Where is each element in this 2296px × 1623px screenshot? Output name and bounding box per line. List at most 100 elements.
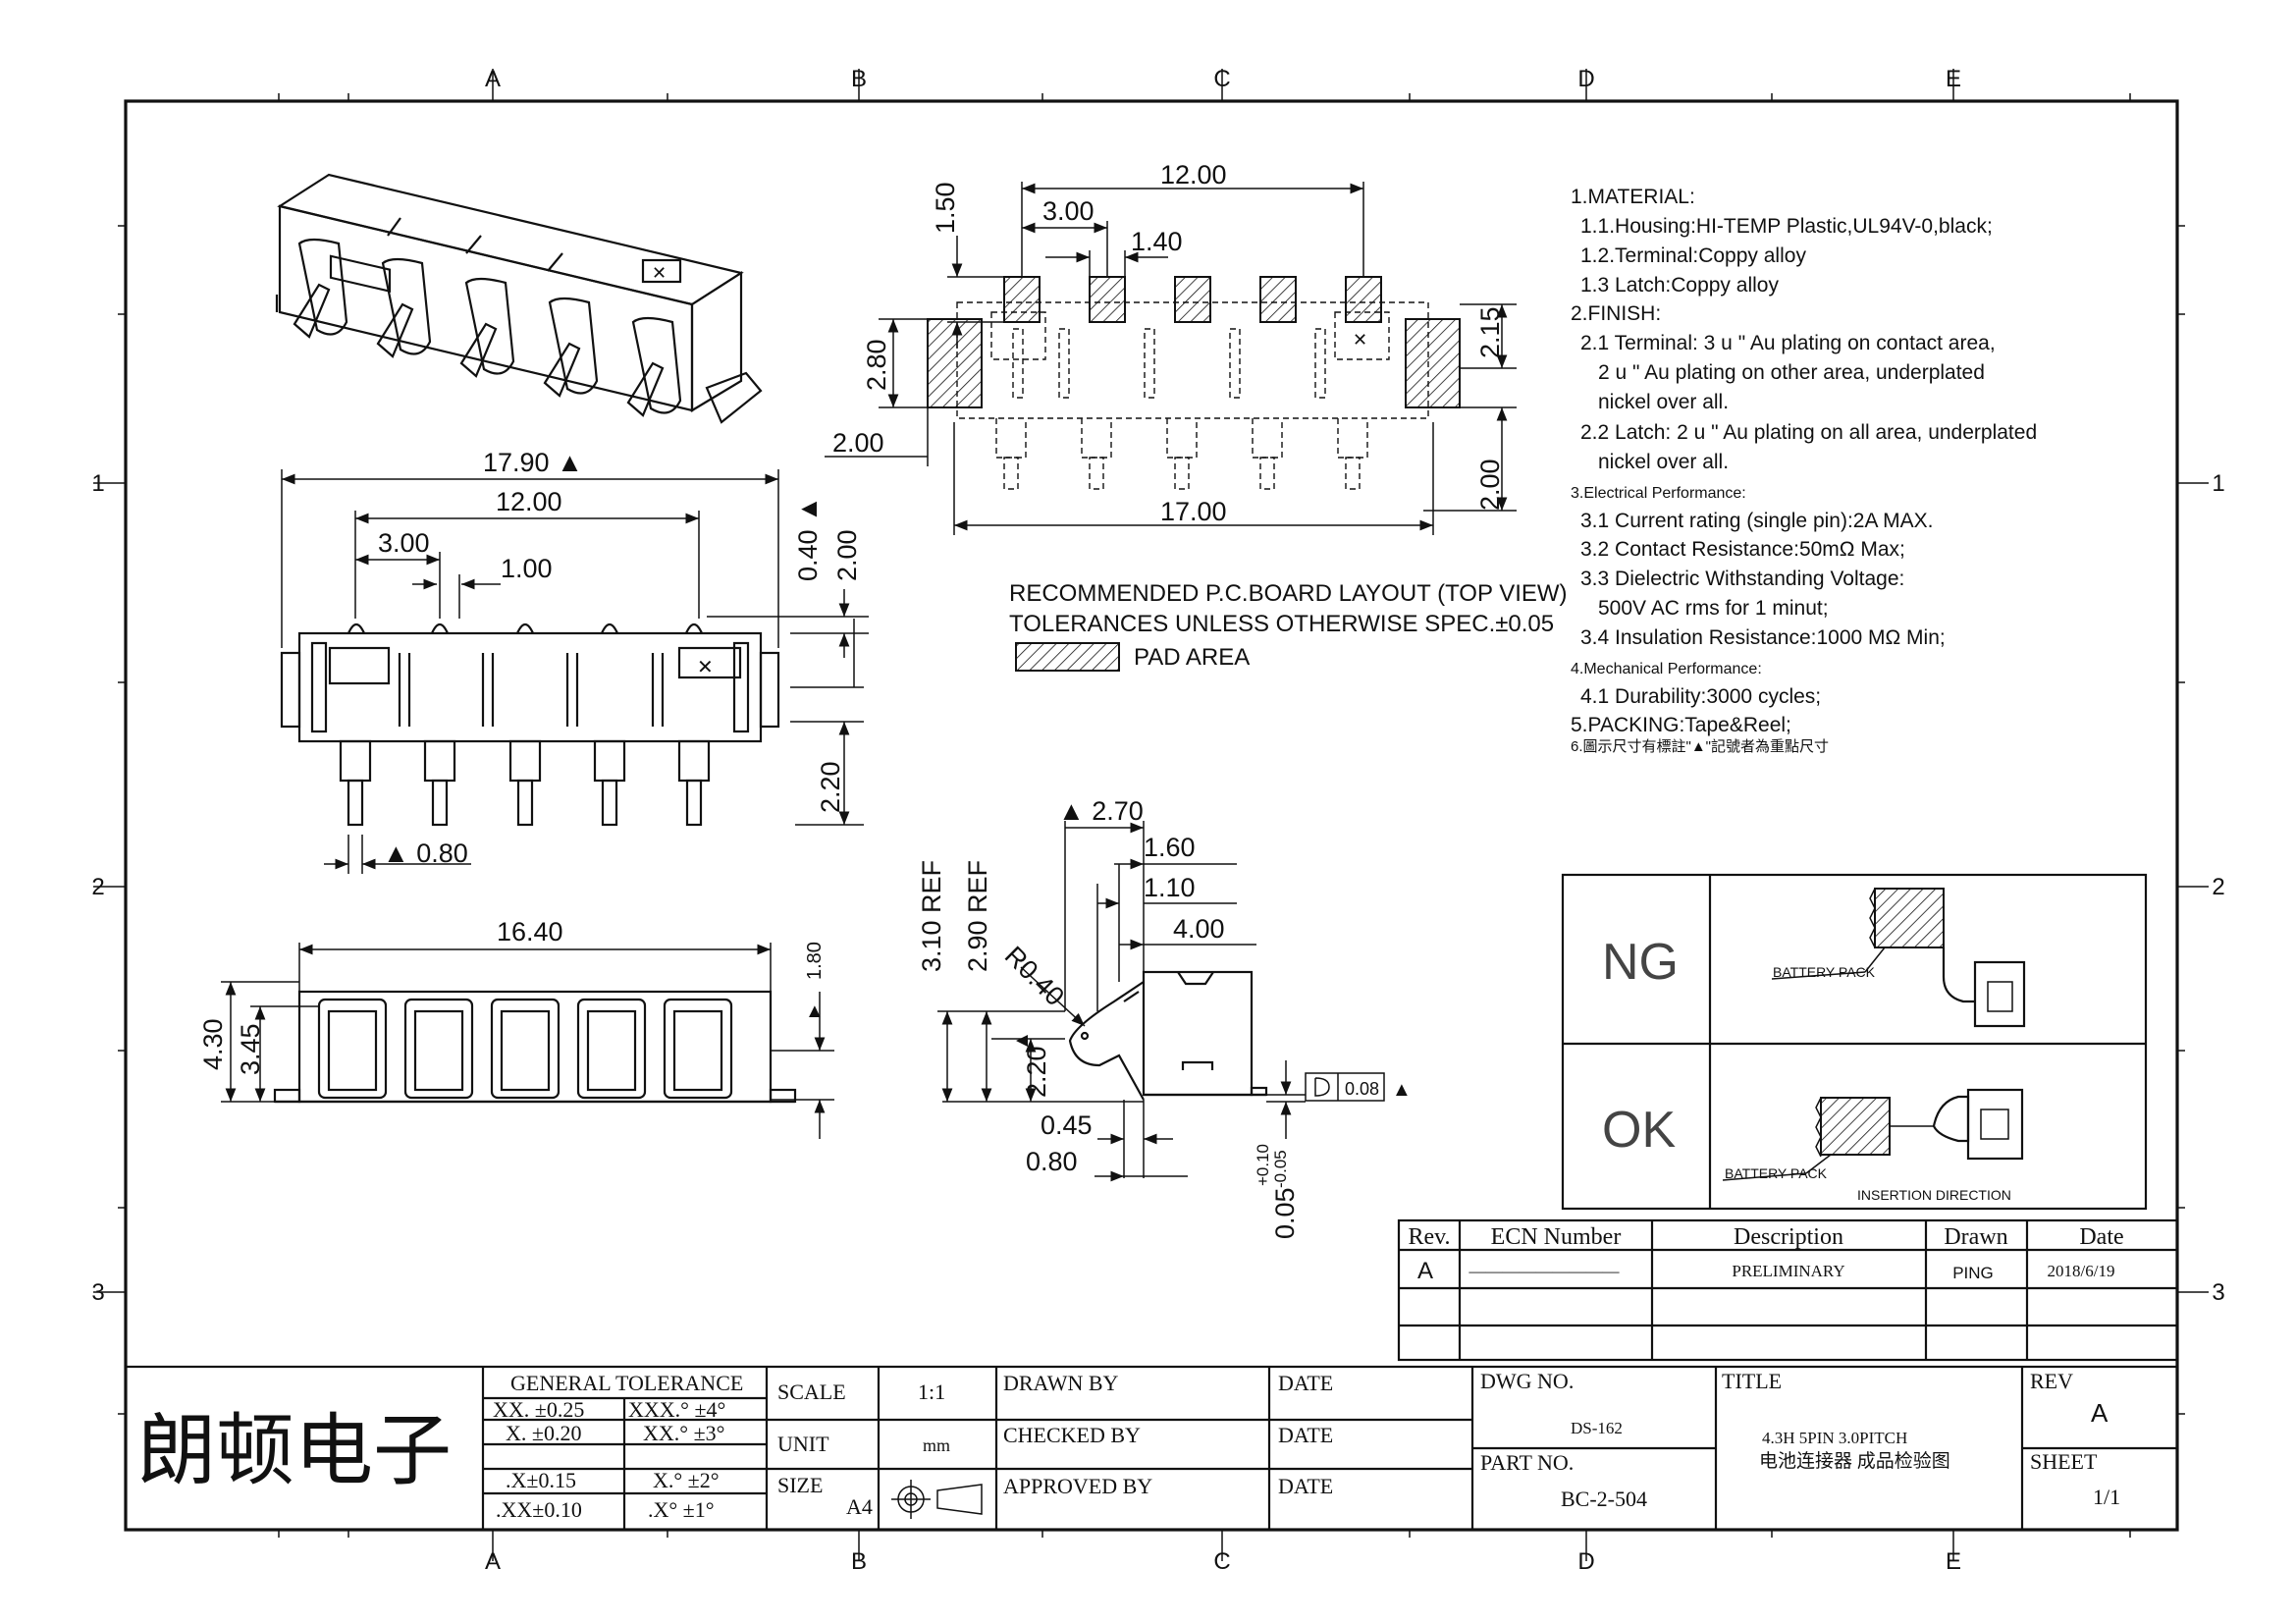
- note-line: 1.3 Latch:Coppy alloy: [1580, 274, 1779, 297]
- note-line: nickel over all.: [1598, 391, 1729, 413]
- rev-cell-ecn: —————————: [1468, 1262, 1621, 1280]
- pcb-pad-4: [1259, 276, 1297, 323]
- side-dim-220: 2.20: [1022, 1046, 1051, 1098]
- col-label-b: B: [851, 66, 867, 92]
- date-label-1: DATE: [1278, 1371, 1333, 1395]
- size-value: A4: [846, 1494, 873, 1519]
- tol-linear-dot-x: .X±0.15: [506, 1468, 576, 1492]
- pcb-dim-17: 17.00: [1160, 497, 1227, 526]
- row-label-1: 1: [91, 470, 104, 497]
- dim-slot: 1.00: [501, 554, 553, 583]
- isometric-view: ✕: [275, 173, 763, 424]
- sheet-label: SHEET: [2030, 1449, 2098, 1474]
- top-view: ✕: [280, 448, 869, 874]
- title-block: 朗顿电子 GENERAL TOLERANCE XX. ±0.25 XXX.° ±…: [124, 1365, 2179, 1532]
- side-tol-minus: -0.05: [1271, 1150, 1290, 1188]
- drawn-by-label: DRAWN BY: [1003, 1371, 1119, 1395]
- ng-label: NG: [1602, 934, 1679, 991]
- note-line: 6.圖示尺寸有標註"▲"記號者為重點尺寸: [1571, 738, 1829, 755]
- pcb-dim-200-left: 2.00: [832, 428, 884, 458]
- note-line: 3.4 Insulation Resistance:1000 MΩ Min;: [1580, 626, 1946, 649]
- projection-symbol-icon: [891, 1480, 983, 1519]
- col-label-e-bottom: E: [1946, 1548, 1961, 1575]
- dim-overall-width: 17.90 ▲: [483, 448, 583, 477]
- row-label-2-right: 2: [2212, 874, 2224, 900]
- side-dim-400: 4.00: [1173, 914, 1225, 944]
- note-line: 2 u " Au plating on other area, underpla…: [1598, 361, 1985, 384]
- part-no-label: PART NO.: [1480, 1450, 1574, 1475]
- dim-front-h-contact: 1.80: [804, 942, 826, 980]
- pcb-dim-3: 3.00: [1042, 196, 1095, 226]
- dim-h-200: 2.00: [832, 529, 862, 581]
- rev-cell-description: PRELIMINARY: [1732, 1262, 1844, 1280]
- rev-label: REV: [2030, 1369, 2073, 1393]
- side-ref-310: 3.10 REF: [917, 860, 946, 972]
- general-tolerance-label: GENERAL TOLERANCE: [510, 1371, 743, 1395]
- rev-value: A: [2091, 1398, 2109, 1428]
- note-line: 2.1 Terminal: 3 u " Au plating on contac…: [1580, 332, 1996, 354]
- side-dim-110: 1.10: [1144, 873, 1196, 902]
- pcb-dim-215: 2.15: [1475, 306, 1505, 358]
- svg-text:✕: ✕: [1353, 330, 1367, 350]
- note-line: 3.2 Contact Resistance:50mΩ Max;: [1580, 538, 1905, 561]
- rev-header-description: Description: [1734, 1224, 1843, 1250]
- notes-block: 1.MATERIAL: 1.1.Housing:HI-TEMP Plastic,…: [1571, 186, 2037, 755]
- title-line-1: 4.3H 5PIN 3.0PITCH: [1762, 1429, 1907, 1447]
- part-no-value: BC-2-504: [1561, 1487, 1647, 1511]
- col-label-a-bottom: A: [485, 1548, 501, 1575]
- side-dim-160: 1.60: [1144, 833, 1196, 862]
- tol-angle-dot-x: .X° ±1°: [648, 1497, 715, 1522]
- col-label-a: A: [485, 66, 501, 92]
- title-line-2: 电池连接器 成品检验图: [1759, 1450, 1950, 1472]
- pcb-pad-right: [1405, 318, 1461, 408]
- pcb-dim-140: 1.40: [1131, 227, 1183, 256]
- unit-value: mm: [923, 1435, 950, 1455]
- side-dim-270: ▲ 2.70: [1058, 796, 1144, 826]
- side-flatness-mark: ▲: [1392, 1079, 1412, 1101]
- col-label-d-bottom: D: [1577, 1548, 1594, 1575]
- side-view: ▲ 2.70 1.60 1.10 4.00 3.10 REF 2.90 REF …: [917, 796, 1412, 1239]
- row-label-2: 2: [91, 874, 104, 900]
- size-label: SIZE: [777, 1473, 823, 1497]
- note-line: 3.1 Current rating (single pin):2A MAX.: [1580, 510, 1934, 532]
- pcb-pad-5: [1345, 276, 1382, 323]
- col-label-b-bottom: B: [851, 1548, 867, 1575]
- note-line: 3.3 Dielectric Withstanding Voltage:: [1580, 568, 1904, 590]
- ng-ok-panel: NG OK BATTERY PACK BATTERY PACK INSERTIO…: [1561, 873, 2148, 1211]
- tol-angle-xxx: XXX.° ±4°: [628, 1397, 725, 1422]
- side-dim-080: 0.80: [1026, 1147, 1078, 1176]
- rev-header-rev: Rev.: [1408, 1224, 1450, 1250]
- pcb-pad-1: [1003, 276, 1041, 323]
- dim-h-040: 0.40 ▲: [793, 496, 823, 581]
- company-logo-text: 朗顿电子: [137, 1407, 452, 1494]
- dim-front-h-body: 3.45: [236, 1023, 265, 1075]
- note-line: 500V AC rms for 1 minut;: [1598, 597, 1829, 620]
- rev-cell-date: 2018/6/19: [2048, 1262, 2115, 1280]
- row-label-1-right: 1: [2212, 470, 2224, 497]
- ok-battery-pack: BATTERY PACK: [1725, 1165, 1828, 1181]
- dim-pitch-total: 12.00: [496, 487, 562, 516]
- tol-angle-x: X.° ±2°: [653, 1468, 720, 1492]
- sheet-frame: A B C D E A B C D E 1 2 3 1 2 3: [91, 66, 2224, 1575]
- insertion-direction: INSERTION DIRECTION: [1857, 1187, 2011, 1203]
- title-label: TITLE: [1722, 1369, 1782, 1393]
- checked-by-label: CHECKED BY: [1003, 1423, 1141, 1447]
- pcb-pad-2: [1089, 276, 1126, 323]
- svg-text:✕: ✕: [652, 263, 667, 283]
- pcb-dim-280: 2.80: [862, 339, 891, 391]
- col-label-c: C: [1213, 66, 1230, 92]
- dim-lead-width: ▲ 0.80: [383, 839, 468, 868]
- ok-label: OK: [1602, 1102, 1676, 1159]
- ng-battery-pack: BATTERY PACK: [1773, 964, 1876, 980]
- side-ref-290: 2.90 REF: [963, 860, 992, 972]
- note-line: 1.2.Terminal:Coppy alloy: [1580, 244, 1806, 267]
- revision-table: Rev. ECN Number Description Drawn Date A…: [1397, 1218, 2179, 1362]
- note-line: 3.Electrical Performance:: [1571, 485, 1746, 502]
- note-line: 1.MATERIAL:: [1571, 186, 1695, 208]
- note-line: 4.Mechanical Performance:: [1571, 661, 1762, 677]
- dim-front-width: 16.40: [497, 917, 563, 947]
- side-tol-plus: +0.10: [1254, 1144, 1272, 1186]
- date-label-3: DATE: [1278, 1474, 1333, 1498]
- dim-lead-220: 2.20: [816, 761, 845, 813]
